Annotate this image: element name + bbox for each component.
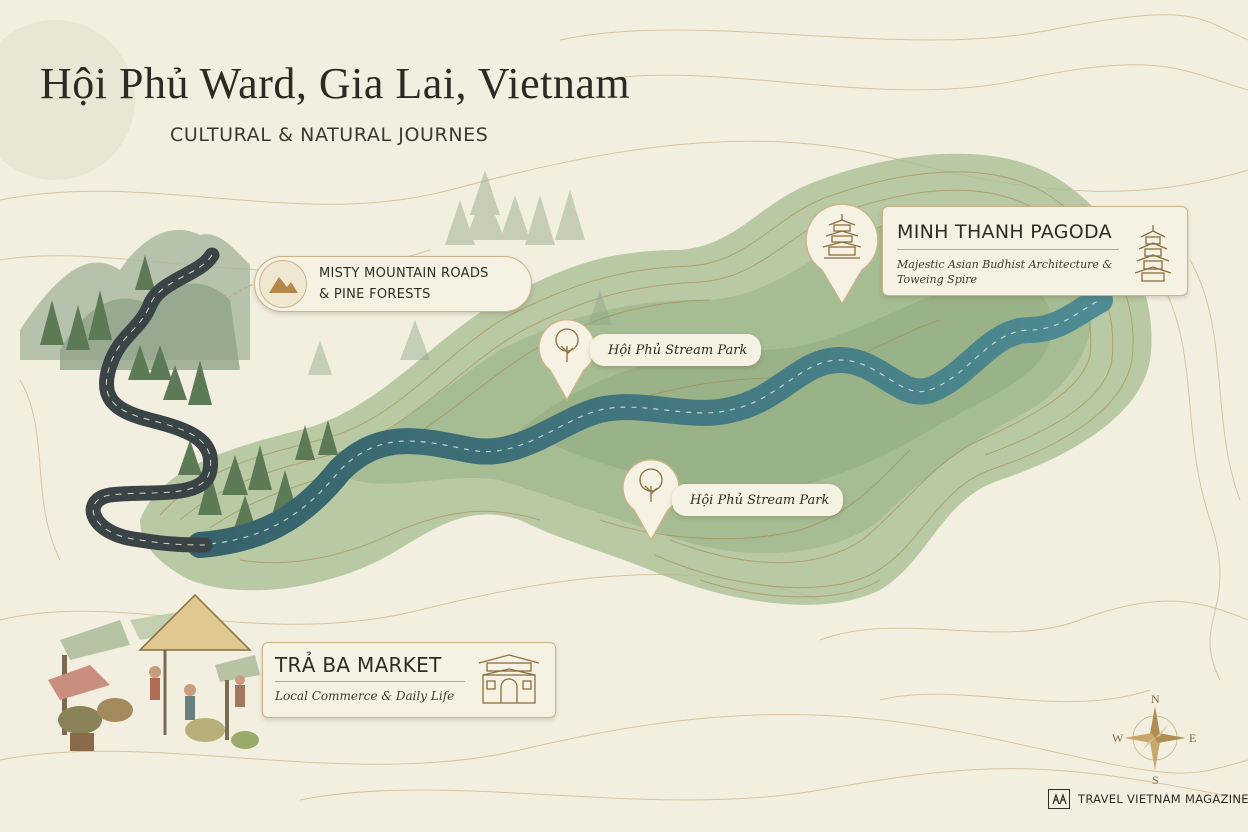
compass-east: E: [1189, 731, 1196, 745]
stream-park-label-1-text: Hội Phủ Stream Park: [608, 342, 748, 358]
pagoda-description-line2: Toweing Spire: [897, 273, 978, 286]
contour-lines-background: [0, 14, 1248, 801]
magazine-credit: TRAVEL VIETNAM MAGAZINE: [1048, 789, 1248, 809]
tra-ba-market-callout[interactable]: TRẢ BA MARKET Local Commerce & Daily Lif…: [262, 642, 556, 718]
pagoda-title: MINH THANH PAGODA: [897, 221, 1112, 243]
pagoda-description-line1: Majestic Asian Budhist Architecture &: [897, 258, 1113, 271]
compass-north: N: [1151, 692, 1160, 706]
market-gate-icon: [478, 654, 540, 704]
stream-park-label-2-text: Hội Phủ Stream Park: [690, 492, 830, 508]
tree-icon: [639, 468, 663, 502]
stream-park-pin-1[interactable]: [536, 316, 598, 404]
market-divider: [275, 681, 465, 682]
stream-park-label-2[interactable]: Hội Phủ Stream Park: [672, 484, 844, 516]
compass-west: W: [1112, 731, 1124, 745]
magazine-logo-icon: [1048, 789, 1070, 809]
misty-pine-trees: [308, 170, 612, 375]
magazine-name: TRAVEL VIETNAM MAGAZINE: [1078, 792, 1248, 806]
tree-icon: [555, 328, 579, 362]
pagoda-icon: [822, 214, 862, 259]
pagoda-divider: [897, 249, 1119, 250]
minh-thanh-pagoda-callout[interactable]: MINH THANH PAGODA Majestic Asian Budhist…: [882, 206, 1188, 296]
mountain-road: [85, 247, 220, 553]
mountain-roads-callout[interactable]: MISTY MOUNTAIN ROADS & PINE FORESTS: [254, 256, 532, 312]
compass-south: S: [1152, 773, 1159, 787]
page-subtitle: CULTURAL & NATURAL JOURNES: [170, 124, 489, 146]
mountain-icon: [259, 260, 307, 308]
pine-trees-left: [40, 255, 338, 535]
pagoda-tower-icon: [1134, 225, 1172, 282]
decorative-seal: [0, 20, 135, 180]
pagoda-map-pin[interactable]: [802, 200, 882, 308]
mountain-callout-line2: & PINE FORESTS: [319, 287, 431, 302]
market-title: TRẢ BA MARKET: [275, 653, 442, 677]
compass-rose: N S E W: [1112, 692, 1196, 787]
market-illustration: [48, 593, 260, 751]
mountain-callout-line1: MISTY MOUNTAIN ROADS: [319, 266, 489, 281]
stream-park-label-1[interactable]: Hội Phủ Stream Park: [590, 334, 762, 366]
page-title: Hội Phủ Ward, Gia Lai, Vietnam: [40, 59, 631, 108]
market-description: Local Commerce & Daily Life: [275, 689, 455, 703]
